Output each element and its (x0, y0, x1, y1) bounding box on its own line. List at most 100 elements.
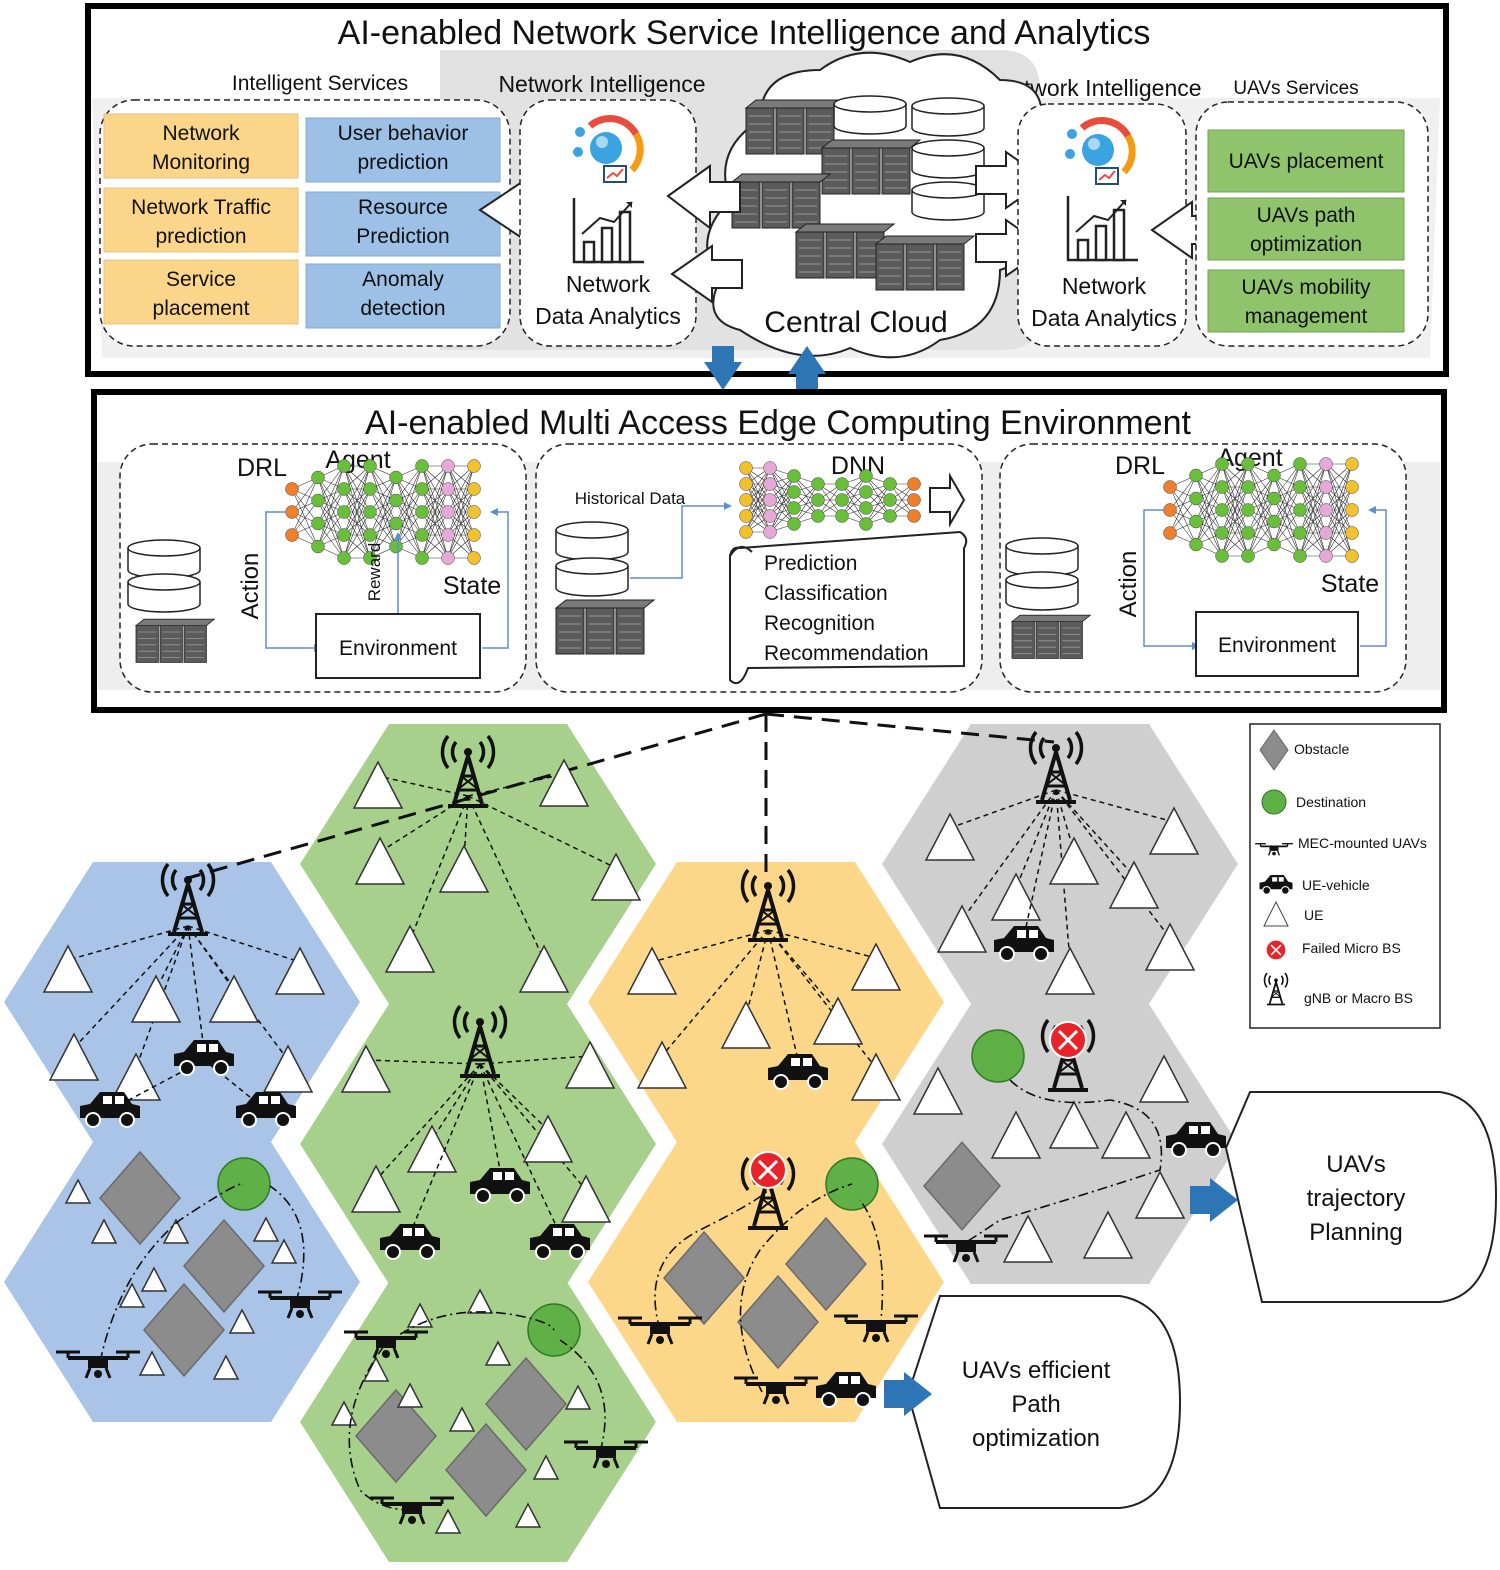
ue-icon (626, 946, 678, 995)
nn-node (337, 482, 351, 496)
nn-node (835, 477, 849, 491)
uav-service-label: optimization (1250, 233, 1362, 256)
drl-left-label: DRL (237, 454, 287, 482)
nn-node (907, 509, 921, 523)
nn-node (467, 459, 481, 473)
nn-node (859, 501, 873, 515)
arrow-right-icon (1210, 1178, 1238, 1222)
service-label: Anomaly (362, 268, 444, 291)
database-icon (1005, 571, 1079, 611)
nn-node (859, 517, 873, 531)
ue-icon (522, 1114, 574, 1163)
nn-node (1241, 526, 1255, 540)
legend-obstacle: Obstacle (1294, 741, 1349, 757)
nn-node (1267, 468, 1281, 483)
ue-icon (1082, 1210, 1134, 1259)
nn-node (739, 525, 753, 539)
nn-node (441, 482, 455, 496)
cell-hexagon (300, 724, 656, 1004)
trajectory-line-2: trajectory (1307, 1185, 1406, 1212)
database-icon (911, 97, 985, 137)
uav-service-box (1207, 129, 1405, 193)
service-label: prediction (357, 151, 448, 174)
server-rack-icon (876, 236, 974, 290)
nn-node (363, 528, 377, 542)
arrow-cloud-to-nda-right-2 (975, 218, 1048, 278)
state-right-label: State (1321, 570, 1379, 598)
uav-service-label: UAVs placement (1229, 150, 1384, 173)
nda-right-line-1: Network (1062, 273, 1147, 299)
dnn-output-item: Prediction (764, 552, 857, 575)
dnn-label: DNN (831, 452, 885, 480)
server-rack-icon (822, 140, 920, 194)
ue-icon (162, 1218, 190, 1244)
arrow-right-icon (904, 1372, 932, 1416)
ue-icon (208, 974, 260, 1023)
service-label: Network (162, 122, 240, 145)
top-title: AI-enabled Network Service Intelligence … (338, 14, 1151, 52)
ue-icon (252, 1216, 280, 1242)
neural-net-left (285, 459, 481, 565)
nn-node (763, 509, 777, 523)
nn-node (441, 551, 455, 565)
ue-legend-icon (1263, 900, 1289, 927)
ue-icon (514, 1502, 542, 1528)
nn-node (415, 551, 429, 565)
service-label: Prediction (356, 225, 449, 248)
service-label: Service (166, 268, 236, 291)
uav-service-label: UAVs mobility (1241, 276, 1371, 299)
ue-icon (354, 836, 406, 885)
database-icon (127, 573, 201, 613)
mec-title: AI-enabled Multi Access Edge Computing E… (365, 404, 1191, 442)
database-icon (911, 139, 985, 179)
obstacle-icon (143, 1282, 225, 1378)
legend-mec-uav: MEC-mounted UAVs (1298, 835, 1427, 851)
legend-destination: Destination (1296, 794, 1366, 810)
nn-node (1345, 457, 1359, 471)
nn-node (1267, 491, 1281, 506)
nn-node (389, 470, 403, 485)
ue-icon (138, 1350, 166, 1376)
dnn-output-item: Classification (764, 582, 888, 605)
nn-node (1319, 480, 1333, 494)
nn-node (739, 509, 753, 523)
ue-icon (990, 1110, 1042, 1159)
action-right-label: Action (1115, 551, 1142, 618)
service-label: Resource (358, 196, 448, 219)
service-label: Monitoring (152, 151, 250, 174)
ue-icon (538, 758, 590, 807)
nn-node (1293, 480, 1307, 494)
environment-left-box (315, 613, 481, 679)
state-left-label: State (443, 572, 501, 600)
nn-node (311, 539, 325, 554)
failed-bs-icon (1048, 1020, 1088, 1060)
server-rack-icon (1012, 615, 1090, 658)
nn-node (415, 459, 429, 473)
server-rack-icon (732, 174, 830, 228)
uav-service-box (1207, 197, 1405, 261)
nn-node (1319, 457, 1333, 471)
ue-icon (270, 1238, 298, 1264)
ue-icon (406, 1124, 458, 1173)
nn-node (1319, 526, 1333, 540)
nn-node (859, 469, 873, 483)
reward-label: Reward (365, 543, 384, 602)
nn-node (467, 505, 481, 519)
nn-node (1345, 526, 1359, 540)
failed-bs-legend-icon (1265, 939, 1287, 961)
ue-icon (42, 944, 94, 993)
nn-node (389, 539, 403, 554)
ue-icon (330, 1400, 358, 1426)
nn-node (1163, 480, 1177, 494)
trajectory-line-3: Planning (1309, 1219, 1402, 1246)
nn-node (389, 516, 403, 531)
nn-node (363, 482, 377, 496)
ue-icon (90, 1218, 118, 1244)
ue-icon (352, 760, 404, 809)
ue-icon (64, 1178, 92, 1204)
legend-ue-vehicle: UE-vehicle (1302, 877, 1370, 893)
database-icon (833, 95, 907, 135)
ue-icon (262, 1044, 314, 1093)
nn-node (787, 517, 801, 531)
